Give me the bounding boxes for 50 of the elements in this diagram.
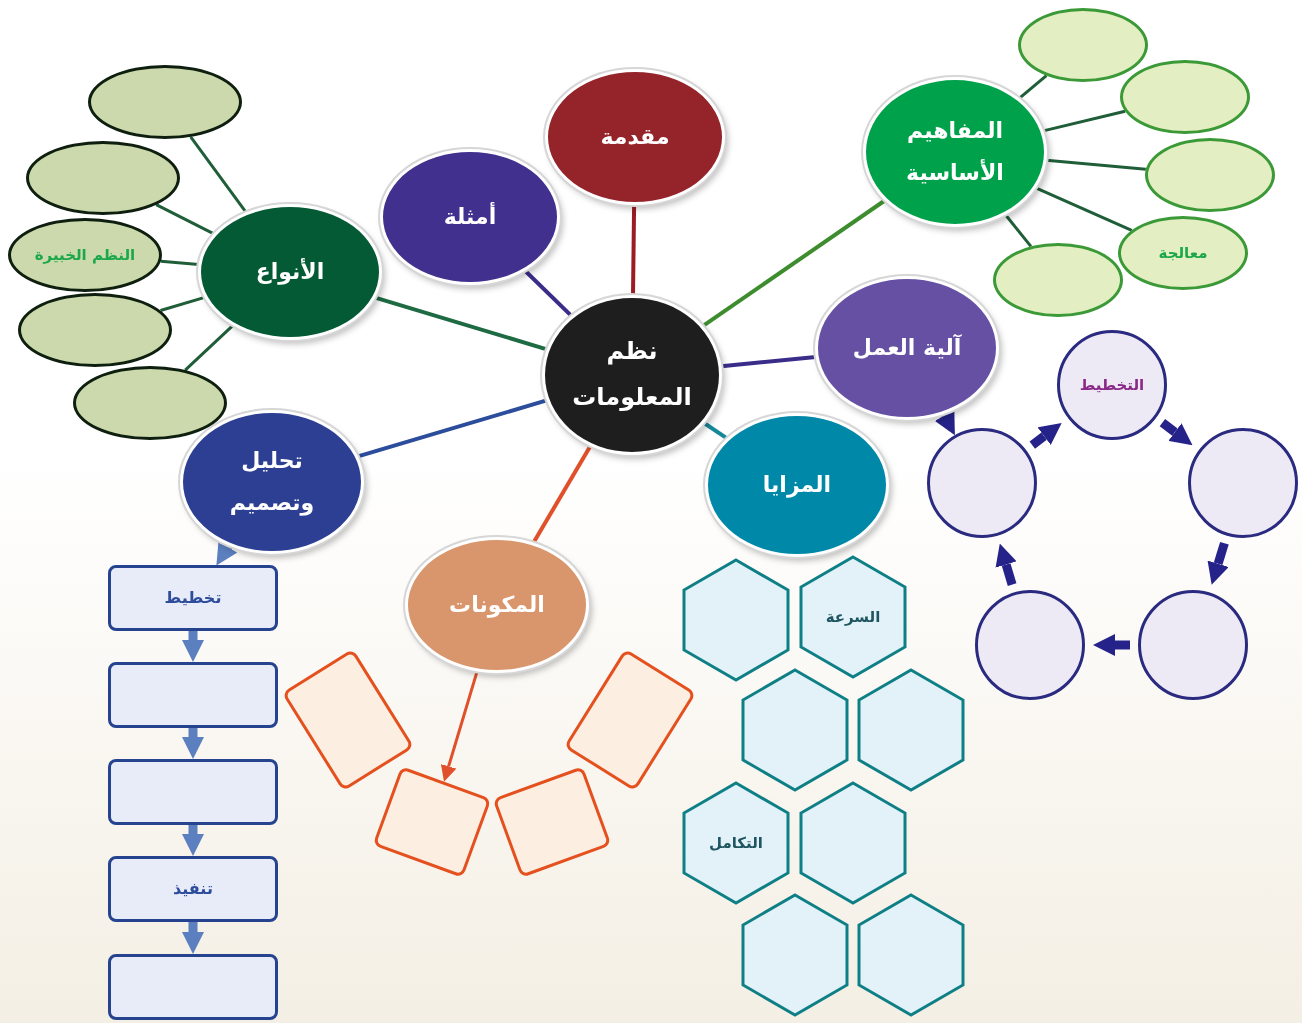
connector-line xyxy=(701,198,886,328)
arrow xyxy=(182,728,204,759)
topic-circle xyxy=(380,149,560,285)
node-label: الأنواع xyxy=(255,257,325,287)
step-box xyxy=(108,759,278,825)
node-label: التكامل xyxy=(709,832,763,854)
hexagon-cell xyxy=(741,668,849,792)
arrow xyxy=(182,825,204,856)
node-label: نظم المعلومات xyxy=(572,336,692,413)
hexagon-cell xyxy=(682,558,790,682)
arrow xyxy=(995,543,1017,586)
connector-line xyxy=(1035,186,1133,232)
connector-line xyxy=(721,355,816,369)
hexagon-cell xyxy=(799,555,907,679)
node-label: التخطيط xyxy=(1079,374,1145,396)
node-label: المزايا xyxy=(762,471,832,500)
node-label: السرعة xyxy=(825,606,881,628)
arrow xyxy=(216,541,238,566)
connector-line xyxy=(374,295,548,352)
arrow xyxy=(1207,541,1229,585)
node-label: تنفيذ xyxy=(173,877,213,900)
node-label: مقدمة xyxy=(600,123,670,152)
arrow xyxy=(934,410,955,436)
step-box xyxy=(108,662,278,728)
topic-circle xyxy=(705,413,889,557)
node-label: معالجة xyxy=(1158,242,1208,264)
node-label: النظم الخبيرة xyxy=(34,244,136,266)
node-label: المكونات xyxy=(449,591,545,620)
arrow xyxy=(1159,419,1193,446)
connector-line xyxy=(357,398,548,459)
node-label: تحليل وتصميم xyxy=(228,447,316,518)
connector-line xyxy=(1046,158,1146,171)
node-label: تخطيط xyxy=(164,586,222,609)
hexagon-cell xyxy=(799,781,907,905)
hexagon-cell xyxy=(857,668,965,792)
node-label: آلية العمل xyxy=(852,333,962,363)
hexagon-cell xyxy=(857,893,965,1017)
step-box xyxy=(108,565,278,631)
step-box xyxy=(108,856,278,922)
node-label: أمثلة xyxy=(443,201,497,232)
connector-line xyxy=(631,204,637,296)
node-label: المفاهيم الأساسية xyxy=(905,117,1005,187)
arrow xyxy=(182,631,204,662)
connector-line xyxy=(160,259,199,266)
hexagon-cell xyxy=(682,781,790,905)
arrow xyxy=(1029,422,1062,449)
hexagon-cell xyxy=(741,893,849,1017)
step-box xyxy=(108,954,278,1020)
arrow xyxy=(182,922,204,954)
arrow xyxy=(1093,634,1130,656)
